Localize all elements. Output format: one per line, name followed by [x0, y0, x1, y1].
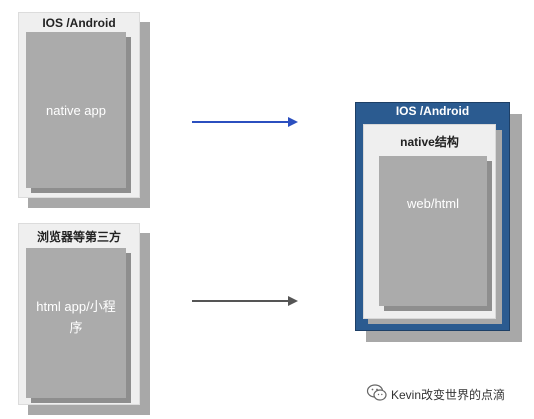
left-bottom-frame: 浏览器等第三方 html app/小程 序	[18, 223, 140, 405]
left-top-frame-title: IOS /Android	[42, 16, 116, 30]
html-app-label: html app/小程 序	[26, 296, 126, 338]
watermark-text: Kevin改变世界的点滴	[391, 388, 506, 402]
native-app-label: native app	[46, 103, 106, 118]
web-html-box: web/html	[379, 156, 487, 306]
right-outer-title: IOS /Android	[395, 104, 470, 118]
html-app-box: html app/小程 序	[26, 248, 126, 398]
right-mid-frame: native结构 web/html	[363, 124, 496, 319]
html-app-label-line1: html app/小程	[36, 299, 116, 314]
wechat-icon	[366, 384, 387, 401]
left-bottom-frame-title: 浏览器等第三方	[36, 230, 121, 244]
native-app-box: native app	[26, 32, 126, 188]
html-app-label-line2: 序	[69, 320, 83, 335]
left-top-frame: IOS /Android native app	[18, 12, 140, 198]
arrow-html-to-target	[192, 296, 298, 306]
arrow-native-to-target	[192, 117, 298, 127]
right-mid-title: native结构	[400, 135, 459, 149]
web-html-label: web/html	[406, 196, 460, 211]
right-outer-frame: IOS /Android native结构 web/html	[355, 102, 510, 331]
